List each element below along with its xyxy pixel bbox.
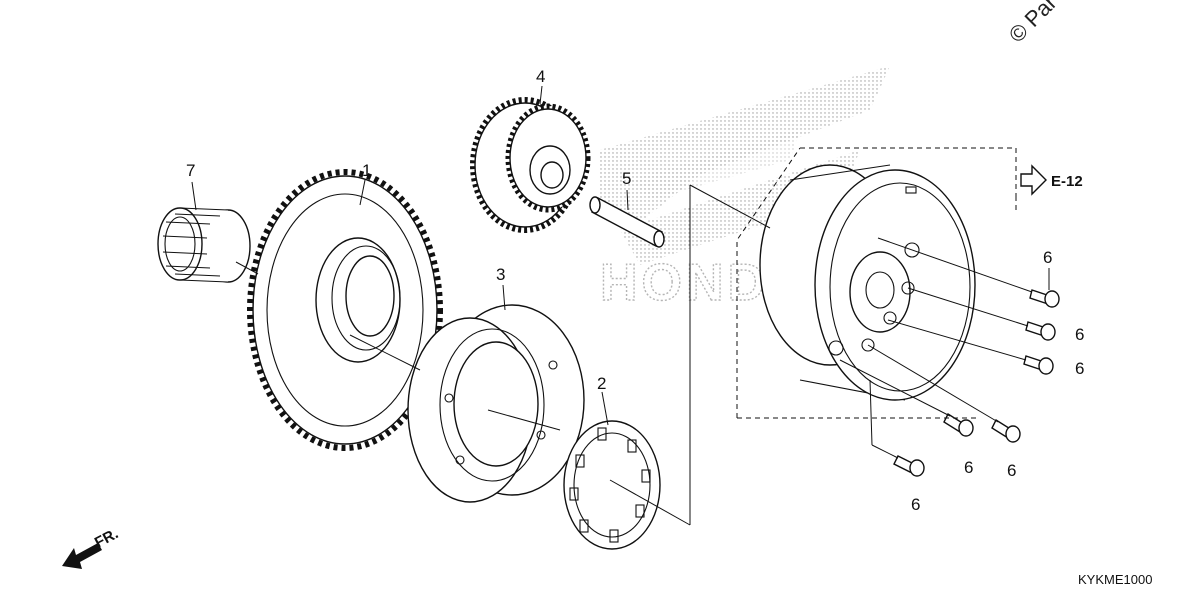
bolt	[943, 412, 974, 437]
bolt	[1029, 289, 1060, 308]
callout-part-6d: 6	[964, 458, 973, 477]
reference-label: E-12	[1051, 173, 1083, 190]
bolt	[893, 455, 925, 477]
bolt-group	[893, 289, 1060, 477]
bolt	[991, 418, 1021, 443]
leader-lines	[191, 85, 1050, 526]
callout-part-2: 2	[597, 374, 606, 393]
callout-part-6e: 6	[1007, 461, 1016, 480]
front-direction: FR.	[62, 525, 121, 569]
direction-arrow-icon	[62, 543, 102, 569]
callout-part-7: 7	[186, 161, 195, 180]
figure-code: KYKME1000	[1078, 572, 1152, 587]
copyright-text: © Par	[1004, 0, 1062, 48]
starter-driven-gear	[247, 169, 443, 451]
callout-part-1: 1	[362, 161, 371, 180]
reference-e12: E-12	[1020, 164, 1083, 196]
flywheel	[759, 164, 976, 401]
reduction-gear	[470, 97, 591, 233]
bolt	[1023, 355, 1054, 375]
callout-part-6a: 6	[1043, 248, 1052, 267]
callout-part-6c: 6	[1075, 359, 1084, 378]
callout-part-3: 3	[496, 265, 505, 284]
needle-bearing	[157, 207, 251, 283]
callout-part-6b: 6	[1075, 325, 1084, 344]
callout-part-5: 5	[622, 169, 631, 188]
bolt	[1025, 321, 1056, 341]
shaft	[589, 196, 665, 248]
one-way-clutch	[563, 420, 661, 550]
assembly-outline	[736, 147, 1017, 419]
clutch-outer	[407, 304, 585, 503]
callout-part-6f: 6	[911, 495, 920, 514]
reference-arrow-icon	[1020, 164, 1047, 196]
callout-part-4: 4	[536, 67, 545, 86]
